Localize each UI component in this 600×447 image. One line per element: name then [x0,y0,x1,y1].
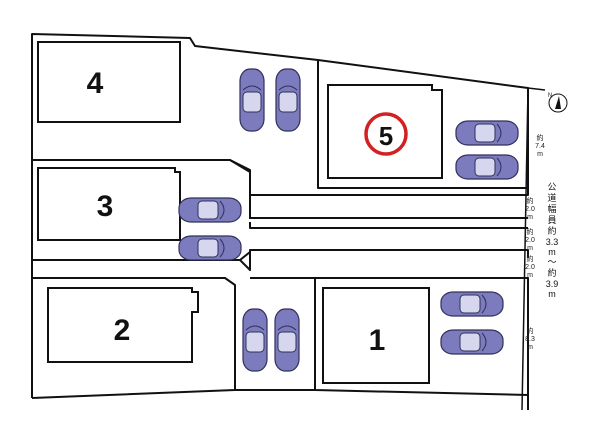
car-lot-3-b [178,235,242,261]
road-char-0: 公 [547,182,556,192]
lot-4-number: 4 [87,67,104,100]
building-lot-1 [322,287,430,384]
road-char-8: 約 [547,267,556,278]
road-char-2: 幅 [547,203,556,214]
car-lot-5-a [455,120,519,146]
dim-north-2: 7.4 [535,143,545,150]
dim-south-2: 8.3 [525,336,535,343]
dim-alley-b-3: m [527,245,533,252]
dim-alley-b-2: 2.0 [525,237,535,244]
lot-5-highlight-circle [364,112,408,156]
building-lot-4 [37,41,181,123]
road-char-7: ～ [547,257,556,267]
dimension-north-edge: 約 7.4 m [535,133,545,158]
buildings [37,41,443,384]
car-lot-4-a [239,68,265,132]
car-lot-1-b [440,329,504,355]
dim-alley-c-1: 約 [527,254,534,263]
road-char-9: 3.9 [546,279,559,289]
dim-alley-a-2: 2.0 [525,206,535,213]
lot-5-number: 5 [379,121,393,151]
road-char-4: 約 [547,225,556,236]
dimension-alley-b: 約 2.0 m [525,227,535,252]
lot-3-number: 3 [97,190,114,223]
road-edge [521,87,546,411]
lot-2-number: 2 [114,314,131,347]
car-lot-5-b [455,154,519,180]
car-lot-2-b [274,308,300,372]
lot-3-boundary [32,159,528,219]
car-lot-4-b [275,68,301,132]
car-lot-1-a [440,291,504,317]
road-char-1: 道 [547,192,556,203]
dim-north-1: 約 [537,133,544,142]
dim-alley-a-3: m [527,214,533,221]
car-lot-3-a [178,197,242,223]
road-char-5: 3.3 [546,237,559,247]
north-label: N [548,93,552,99]
road-char-10: m [548,289,556,299]
dim-alley-a-1: 約 [527,196,534,205]
lot-3-lower-boundary [32,251,251,261]
dimension-south-edge: 約 8.3 m [525,326,535,351]
dim-south-3: m [527,344,533,351]
car-lot-2-a [242,308,268,372]
lot-1-number: 1 [369,324,386,357]
parking-cars [178,68,519,372]
building-lot-2 [47,287,199,363]
dim-south-1: 約 [527,326,534,335]
building-lot-3 [37,167,181,241]
north-arrow-icon: N [548,93,568,113]
dim-alley-b-1: 約 [527,227,534,236]
road-char-3: 員 [547,215,556,225]
road-char-6: m [548,247,556,257]
dimension-alley-a: 約 2.0 m [525,196,535,221]
dim-north-3: m [537,151,543,158]
dim-alley-c-3: m [527,272,533,279]
dim-alley-c-2: 2.0 [525,264,535,271]
road-width-label: 公 道 幅 員 約 3.3 m ～ 約 3.9 m [546,182,559,299]
dimension-alley-c: 約 2.0 m [525,254,535,279]
